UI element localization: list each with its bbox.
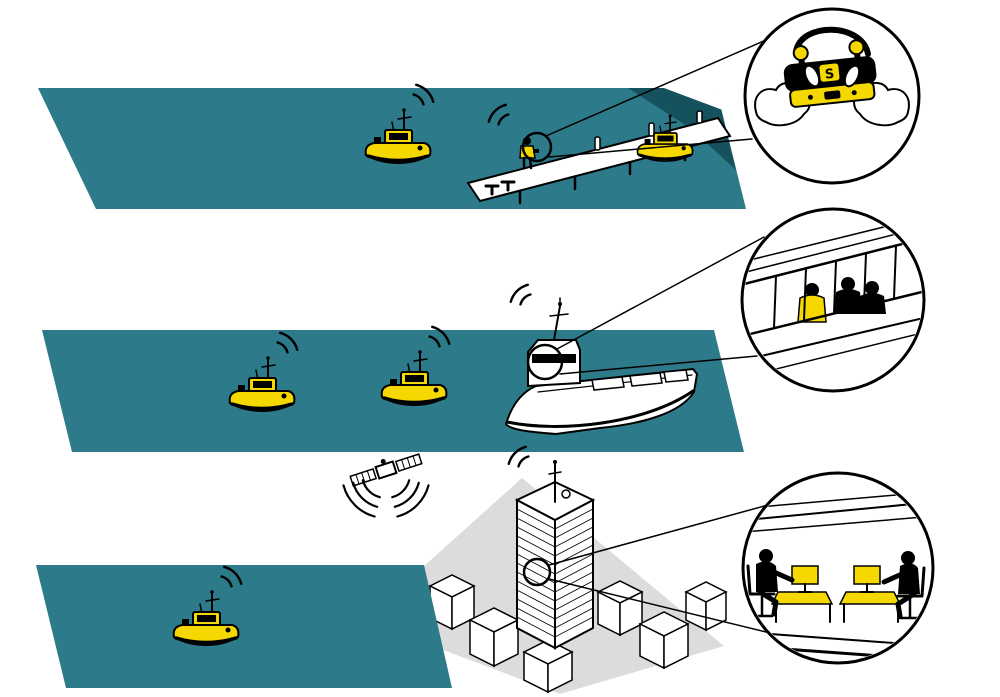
deck-cargo [591, 376, 625, 391]
bridge-crew-member-head [865, 281, 879, 295]
control-tower [514, 460, 596, 650]
operator-desk [770, 591, 834, 605]
roof-dish [561, 489, 571, 499]
callout-line [548, 504, 769, 566]
city-building [638, 611, 690, 670]
satellite-signal-waves-icon [342, 479, 430, 518]
bridge-console-edge [744, 315, 922, 361]
city-building [684, 581, 728, 632]
callout-line [545, 39, 767, 137]
scene-ship [42, 207, 926, 452]
sea-surface [36, 565, 452, 688]
detail-circle-remote: S [743, 7, 921, 185]
control-room-operator [881, 551, 926, 620]
callout-line [548, 578, 767, 633]
city-building [596, 580, 644, 637]
satellite [342, 453, 430, 518]
supply-ship [504, 297, 699, 436]
remote-logo-letter: S [824, 67, 835, 83]
city-building [468, 607, 520, 668]
zoom-marker-circle [526, 343, 564, 381]
joystick-right [848, 39, 865, 56]
desk-monitor [791, 565, 819, 585]
city-block [364, 445, 728, 694]
handheld-remote-small [533, 149, 539, 153]
bridge-crew-member-head [841, 277, 855, 291]
joystick-left [792, 45, 809, 62]
pier-bollard [696, 110, 703, 124]
scene-shore [36, 445, 935, 694]
callout-line [556, 236, 765, 350]
detail-circle-bridge [740, 207, 926, 393]
signal-waves-icon [509, 283, 532, 306]
satellite-body [374, 460, 398, 480]
bridge-window-mullions [773, 245, 897, 329]
thumb-left [803, 64, 821, 88]
scene-dockside: S [38, 7, 921, 209]
quay-surface [664, 88, 728, 112]
bridge-crew-member-head [805, 283, 819, 297]
deck-cargo [663, 369, 689, 383]
remote-logo-badge [819, 63, 840, 82]
pier-bollard [648, 122, 655, 137]
detail-circle-control-room [741, 471, 935, 665]
zoom-marker-circle [522, 557, 552, 587]
remote-screen [824, 90, 841, 100]
tower-floor-lines [554, 508, 594, 638]
pier-bollard [594, 136, 601, 151]
city-building [522, 639, 574, 694]
thumb-right [843, 64, 861, 88]
callout-line [548, 138, 753, 158]
control-room-operator [746, 549, 795, 618]
desk-monitor [853, 565, 881, 585]
bridge-windows [532, 354, 576, 363]
pier-cleat [484, 180, 516, 196]
pier-leg [518, 146, 687, 205]
operator-desk [838, 591, 902, 605]
callout-line [559, 355, 758, 375]
city-building [428, 574, 476, 631]
tower-floor-lines [516, 508, 556, 638]
bridge-window-sill [744, 288, 922, 338]
quay-wall [628, 88, 736, 170]
ship-mast [553, 305, 561, 341]
zoom-marker-circle [521, 131, 553, 163]
deck-cargo [629, 372, 663, 387]
